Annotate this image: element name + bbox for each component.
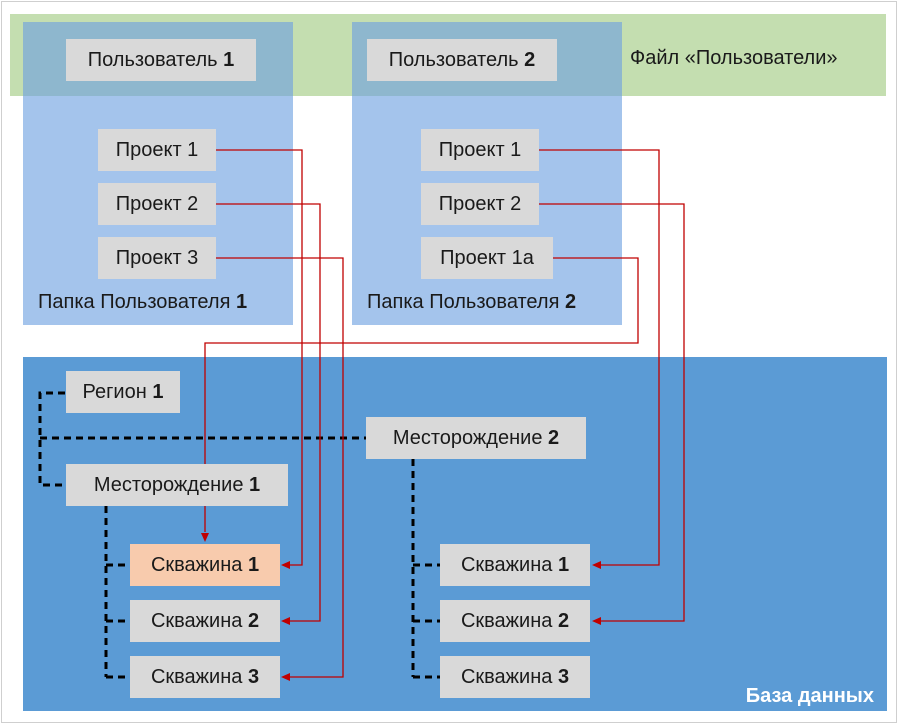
database-label: База данных [745,685,874,707]
f1-well3-box: Скважина 3 [130,656,280,698]
u1-project1-link [216,149,303,566]
region-to-field1-line [38,391,66,487]
users-file-label: Файл «Пользователи» [630,47,838,69]
arrow-to-f1-well3 [281,673,290,681]
f2-well1-box: Скважина 1 [440,544,590,586]
field2-box: Месторождение 2 [366,417,586,459]
u1-project2-link [216,203,321,622]
arrow-to-f2-well1 [592,561,601,569]
arrow-to-f1-well1 [281,561,290,569]
user1-box: Пользователь 1 [66,39,256,81]
user2-folder-label: Папка Пользователя 2 [367,291,577,313]
user2-project1a: Проект 1а [421,237,553,279]
u2-project1a-link [204,257,639,532]
user1-project1: Проект 1 [98,129,216,171]
arrow-to-f1-well2 [281,617,290,625]
user2-project2: Проект 2 [421,183,539,225]
user1-project3: Проект 3 [98,237,216,279]
database-area [23,357,887,711]
arrow-to-f1-well1-top [201,533,209,542]
f1-well1-box: Скважина 1 [130,544,280,586]
arrow-to-f2-well2 [592,617,601,625]
f2-well3-box: Скважина 3 [440,656,590,698]
region-box: Регион 1 [66,371,180,413]
user2-box: Пользователь 2 [367,39,557,81]
user1-folder-label: Папка Пользователя 1 [38,291,248,313]
user1-project2: Проект 2 [98,183,216,225]
field1-box: Месторождение 1 [66,464,288,506]
f1-well2-box: Скважина 2 [130,600,280,642]
u1-project3-link [216,257,344,678]
u2-project1-link [539,149,660,566]
user2-project1: Проект 1 [421,129,539,171]
u2-project2-link [539,203,685,622]
f2-well2-box: Скважина 2 [440,600,590,642]
